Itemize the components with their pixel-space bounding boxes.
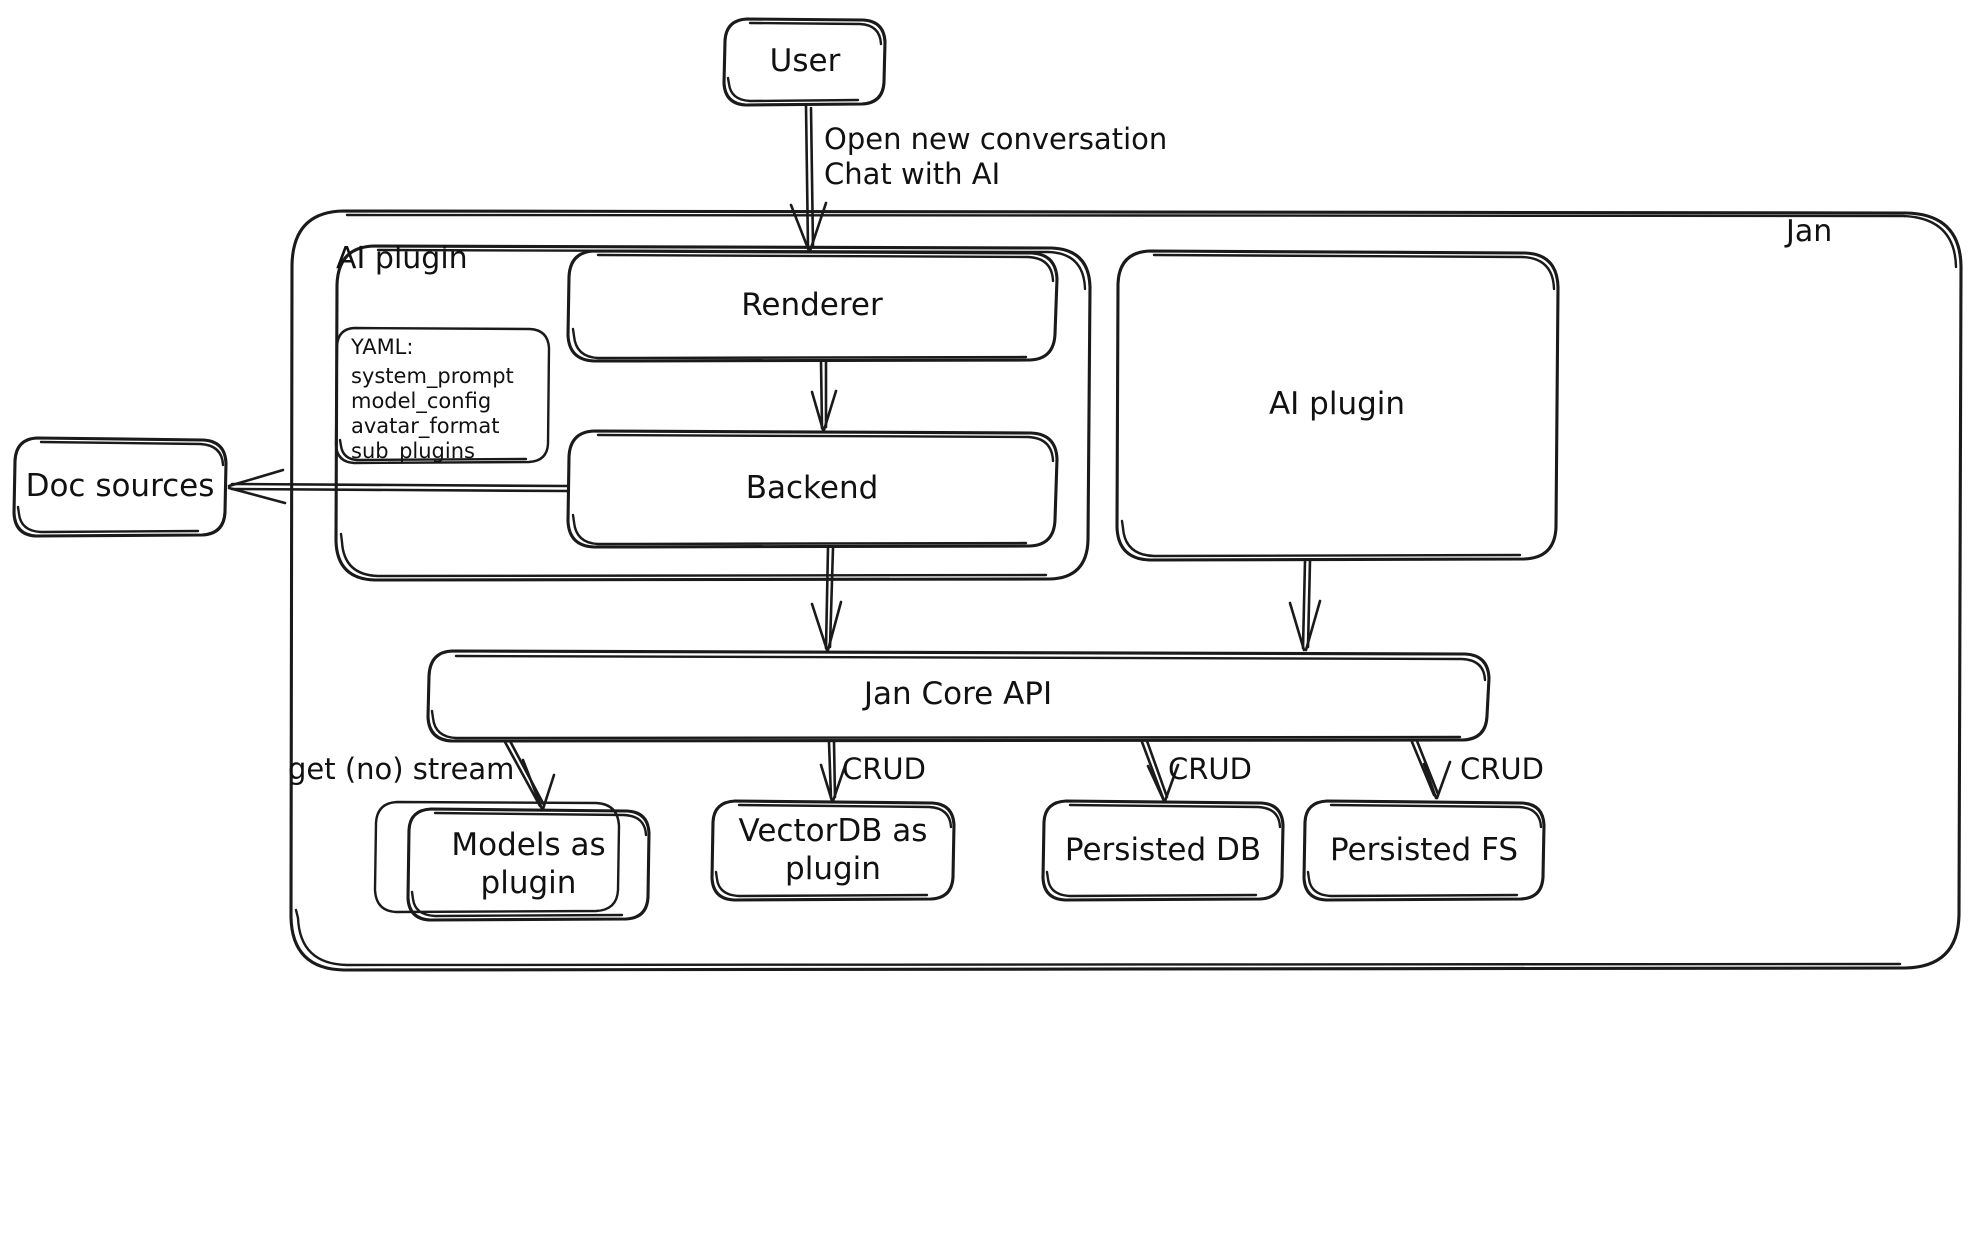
edge-user-renderer — [789, 104, 828, 253]
edge-label-crud-vectordb: CRUD — [842, 752, 926, 786]
edge-ai-plugin-core — [1288, 559, 1322, 652]
node-doc-sources[interactable]: Doc sources — [25, 468, 215, 505]
yaml-field-model-config: model_config — [351, 389, 492, 413]
edge-core-vectordb — [819, 740, 848, 803]
node-persisted-db[interactable]: Persisted DB — [1064, 831, 1262, 868]
node-persisted-db-border — [1041, 799, 1285, 902]
node-ai-plugin[interactable]: AI plugin — [1268, 386, 1406, 423]
group-jan-border — [289, 209, 1963, 972]
edge-label-user-renderer: Open new conversation Chat with AI — [824, 122, 1168, 192]
node-models-as-plugin[interactable]: Models as plugin — [451, 826, 606, 901]
group-label-ai-plugin: AI plugin — [336, 241, 468, 276]
edge-renderer-backend — [810, 360, 838, 432]
yaml-field-sub-plugins: sub_plugins — [351, 439, 475, 463]
group-label-jan: Jan — [1786, 214, 1833, 249]
node-jan-core-api-border — [426, 649, 1491, 743]
edge-core-models — [503, 739, 556, 811]
node-user-border — [722, 17, 887, 107]
edge-backend-doc-sources — [227, 468, 570, 505]
node-backend[interactable]: Backend — [745, 469, 879, 506]
node-backend-border — [566, 429, 1059, 549]
node-renderer-border — [566, 249, 1059, 363]
yaml-field-system-prompt: system_prompt — [351, 364, 514, 388]
edge-label-get-no-stream: get (no) stream — [288, 752, 515, 786]
edge-backend-core — [810, 546, 843, 652]
node-persisted-fs-border — [1302, 799, 1546, 902]
node-ai-plugin-border — [1115, 249, 1560, 562]
edge-core-persisted-db — [1140, 739, 1180, 803]
group-ai-plugin-border — [334, 244, 1092, 582]
node-vectordb-as-plugin[interactable]: VectorDB as plugin — [738, 812, 928, 887]
yaml-field-avatar-format: avatar_format — [351, 414, 500, 438]
node-renderer[interactable]: Renderer — [741, 287, 883, 324]
node-models-border — [373, 800, 651, 922]
edge-label-crud-persisted-db: CRUD — [1168, 752, 1252, 786]
node-persisted-fs[interactable]: Persisted FS — [1329, 831, 1519, 868]
node-yaml-title: YAML: — [351, 335, 414, 359]
edge-label-crud-persisted-fs: CRUD — [1460, 752, 1544, 786]
node-jan-core-api[interactable]: Jan Core API — [863, 676, 1053, 713]
edge-core-persisted-fs — [1410, 739, 1452, 800]
node-user[interactable]: User — [769, 43, 841, 80]
node-doc-sources-border — [12, 436, 228, 538]
node-vectordb-border — [710, 799, 956, 902]
node-yaml-border — [334, 326, 551, 465]
